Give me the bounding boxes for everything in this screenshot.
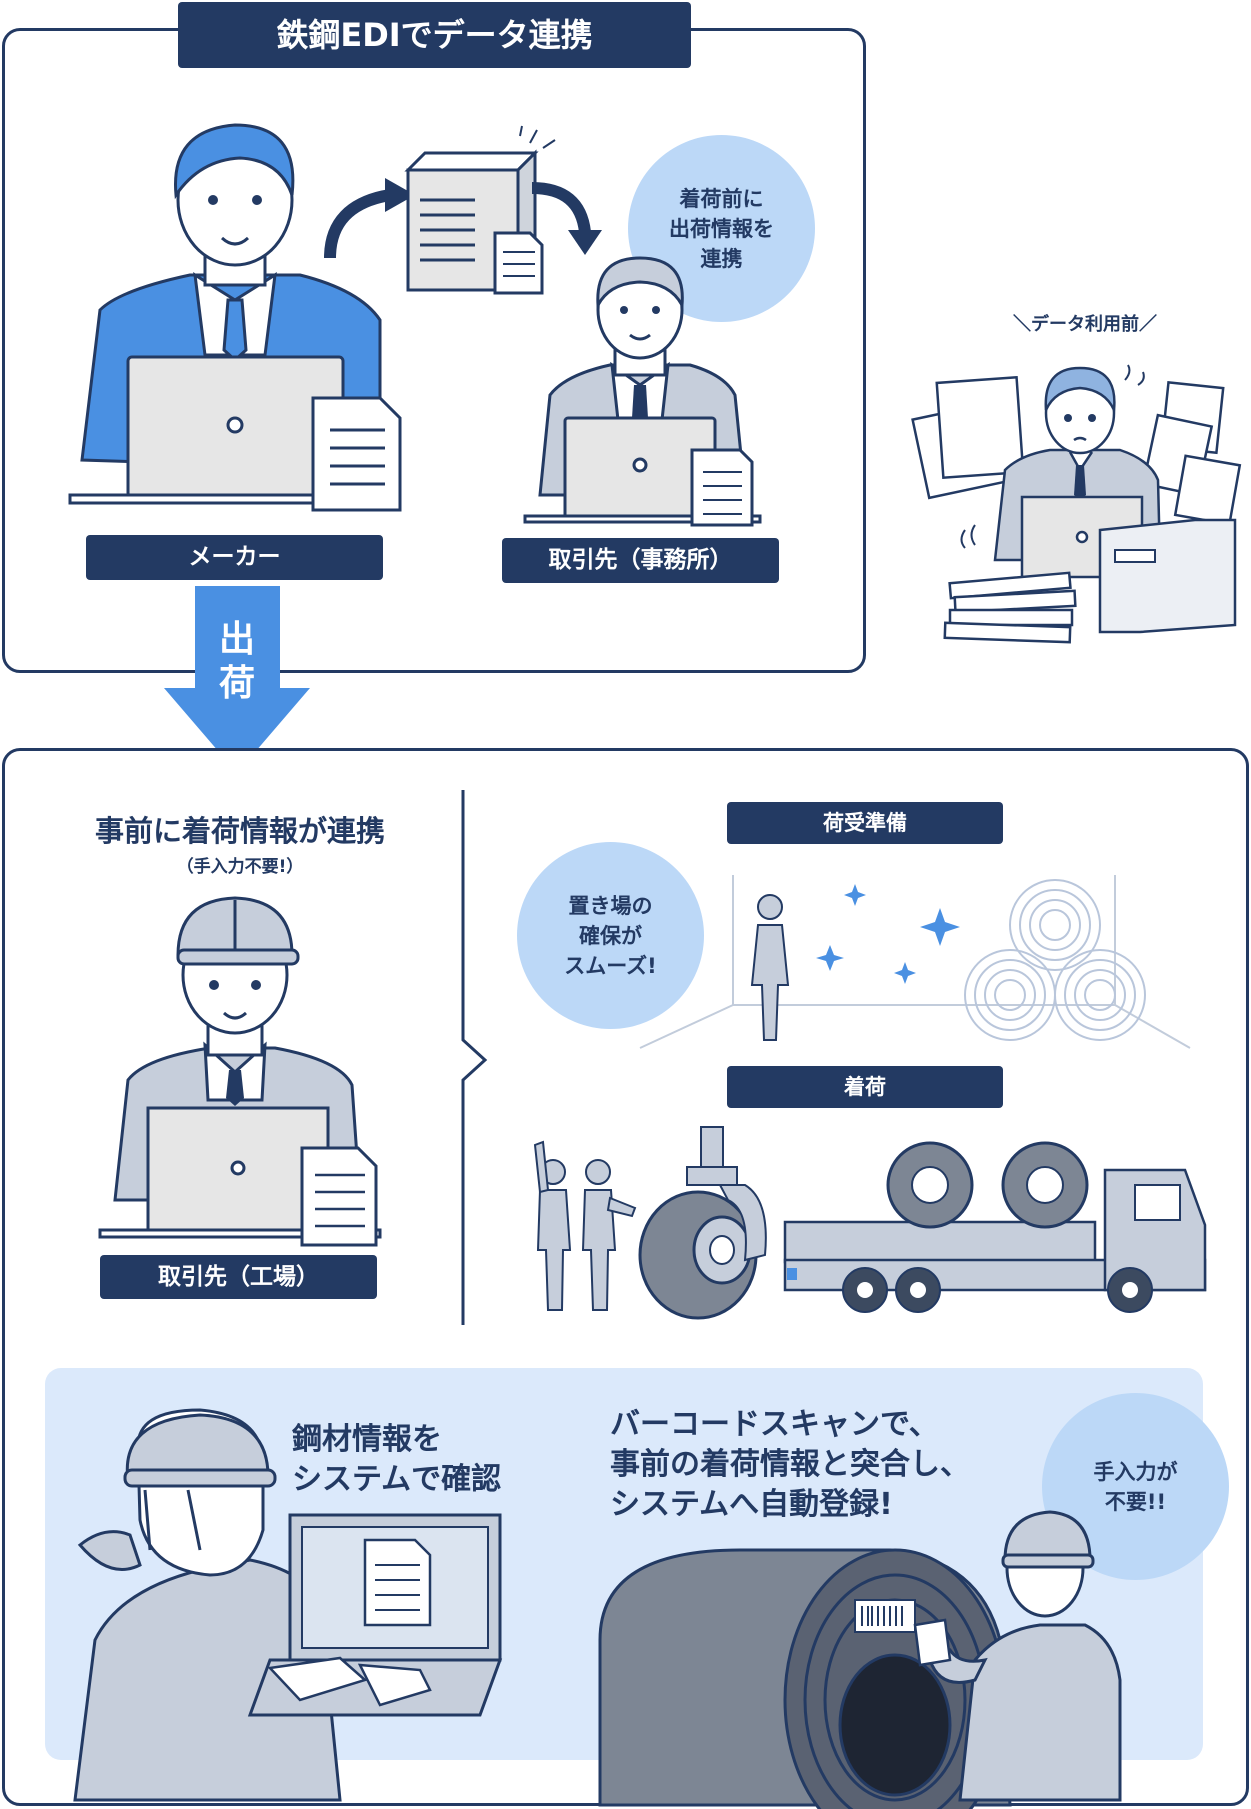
client-office-illustration: [523, 256, 762, 527]
storage-yard-illustration: [639, 875, 1191, 1049]
before-data-illustration: [911, 364, 1242, 644]
maker-label: メーカー: [86, 535, 383, 580]
before-data-caption: ＼データ利用前／: [1013, 314, 1157, 335]
receiving-prep-label: 荷受準備: [727, 802, 1003, 844]
info-right-text: バーコードスキャンで、 事前の着荷情報と突合し、 システムへ自動登録!: [610, 1407, 970, 1522]
factory-client-illustration: [98, 896, 382, 1247]
pre-arrival-heading: 事前に着荷情報が連携: [94, 814, 385, 848]
maker-illustration: [68, 123, 402, 512]
worker-laptop-illustration: [73, 1408, 503, 1802]
shipment-arrow: [164, 586, 310, 773]
section-divider: [461, 790, 488, 1325]
pre-arrival-subheading: （手入力不要!）: [176, 857, 304, 877]
space-secured-bubble: 置き場の 確保が スムーズ!: [517, 842, 704, 1029]
barcode-scan-illustration: [598, 1510, 1122, 1809]
arrival-illustration: [533, 1126, 1207, 1320]
shipment-arrow-text: 出 荷: [218, 619, 255, 704]
arrival-label: 着荷: [727, 1066, 1003, 1108]
info-left-text: 鋼材情報を システムで確認: [292, 1422, 502, 1497]
client-office-label: 取引先（事務所）: [502, 538, 779, 583]
server-illustration: [324, 125, 602, 295]
factory-client-label: 取引先（工場）: [100, 1255, 377, 1299]
top-panel-title: 鉄鋼EDIでデータ連携: [178, 2, 691, 68]
